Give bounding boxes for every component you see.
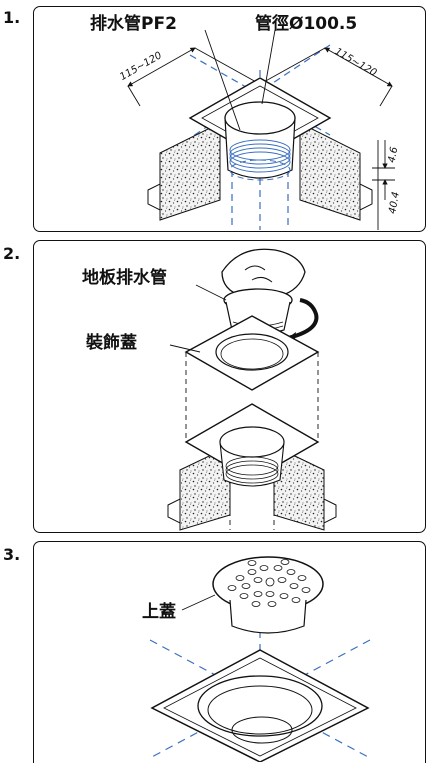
step-1-drawing — [127, 29, 395, 230]
installed-drain-threads — [225, 456, 279, 484]
floor-drain-label: 地板排水管 — [82, 268, 167, 288]
hand-fingers — [244, 265, 273, 283]
top-cover-label: 上蓋 — [142, 602, 176, 622]
step-1-dimension-lines — [127, 47, 395, 230]
rotation-arrow — [287, 298, 319, 340]
top-cover-stem — [229, 599, 307, 634]
slab-arrow-right — [359, 183, 373, 211]
slab-arrow-left — [147, 183, 161, 211]
top-cover-holes — [227, 559, 311, 607]
step-2-leaders — [169, 284, 227, 353]
drain-pipe-label: 排水管PF2 — [90, 14, 177, 34]
step-3-drawing — [149, 556, 371, 762]
step-3-leader — [181, 594, 216, 611]
pipe-diameter-label: 管徑Ø100.5 — [255, 14, 358, 34]
step-2-drawing — [167, 248, 337, 531]
step-2-number: 2. — [3, 244, 21, 263]
step-1-leaders — [204, 29, 276, 131]
step-2-panel — [33, 240, 426, 533]
step-3-number: 3. — [3, 545, 21, 564]
decorative-cover-label: 裝飾蓋 — [86, 333, 137, 353]
step-1-number: 1. — [3, 8, 21, 27]
step-1-lower-pipe — [229, 159, 291, 181]
step-1-panel — [33, 6, 426, 232]
base-opening — [197, 675, 323, 737]
floor-slab-right — [299, 122, 361, 221]
decorative-cover-opening — [215, 333, 289, 371]
floor-slab-left — [159, 122, 221, 221]
drain-pipe-opening — [224, 101, 296, 135]
floor-slab-right-2 — [273, 445, 325, 531]
step-3-panel — [33, 541, 426, 763]
